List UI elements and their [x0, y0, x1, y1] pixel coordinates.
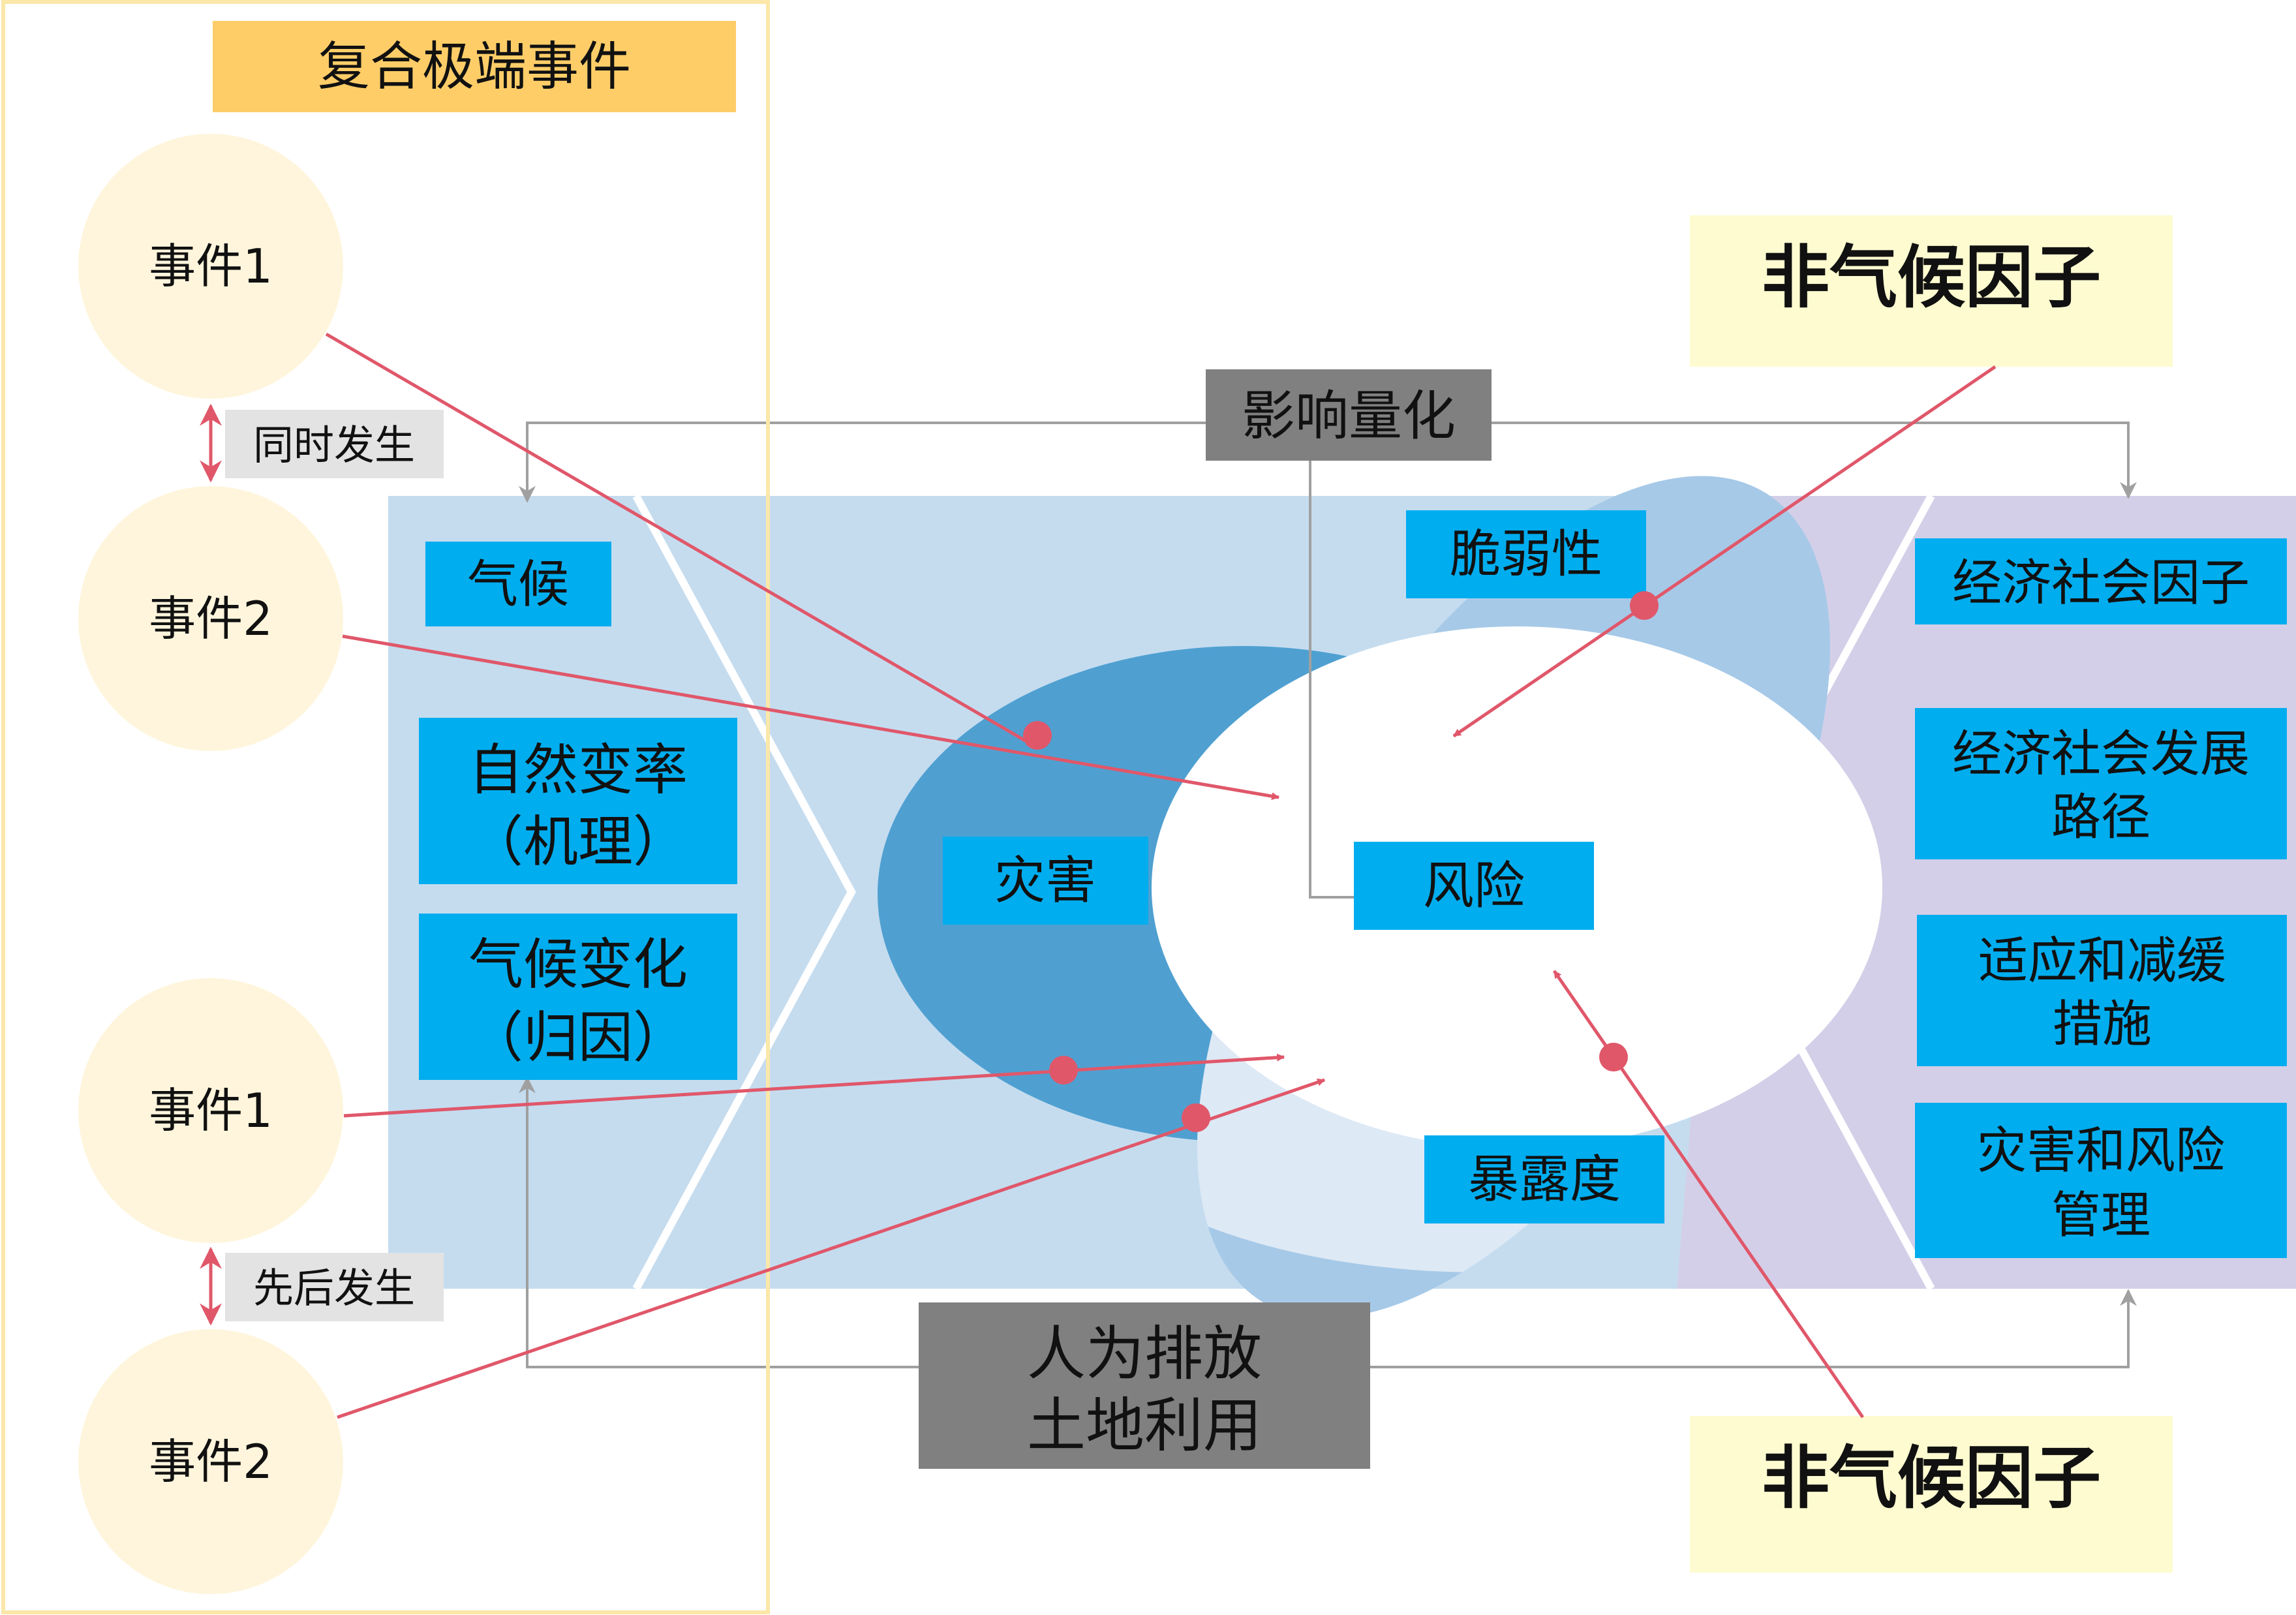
hazard-label-box	[943, 837, 1148, 925]
adaptation-box	[1917, 915, 2287, 1066]
event-label-1: 事件1	[149, 239, 273, 294]
arrow-dot-hazard	[1023, 721, 1052, 750]
climate-change-line-1: 气候变化	[468, 932, 688, 996]
management-line-1: 灾害和风险	[1977, 1122, 2225, 1180]
risk-label-box	[1354, 842, 1594, 930]
chevron-left	[632, 494, 856, 1291]
impact-connector-right	[1491, 422, 2137, 499]
arrow-event3-to-risk	[343, 1053, 1285, 1118]
natural-variability-box	[419, 718, 737, 884]
vulnerability-label-box	[1406, 510, 1646, 598]
non-climate-bottom-box	[1690, 1416, 2173, 1573]
adaptation-line-1: 适应和减缓	[1978, 932, 2226, 990]
emissions-connector-right	[1370, 1289, 2137, 1368]
emissions-line-2: 土地利用	[1027, 1392, 1262, 1460]
climate-label: 气候	[467, 555, 569, 614]
arrow-event2-to-risk	[342, 634, 1280, 801]
hazard-label: 灾害	[994, 852, 1096, 910]
impact-connector-down	[1309, 457, 1354, 899]
event-circle-2	[78, 486, 343, 751]
arrow-event1-to-hazard	[325, 332, 1035, 748]
event-circle-3	[78, 978, 343, 1243]
socio-factors-box	[1915, 538, 2287, 624]
socio-pathways-line-2: 路径	[2051, 788, 2151, 846]
sequential-label: 先后发生	[253, 1265, 415, 1312]
compound-title-box	[213, 21, 736, 112]
event-circle-1	[78, 134, 343, 399]
management-line-2: 管理	[2051, 1186, 2151, 1244]
climate-label-box	[425, 542, 611, 626]
exposure-label-box	[1424, 1135, 1664, 1223]
impact-box	[1206, 369, 1492, 461]
sequential-tag	[225, 1253, 444, 1321]
natural-variability-line-1: 自然变率	[468, 738, 688, 802]
non-climate-top-label: 非气候因子	[1762, 238, 2101, 317]
impact-connector-left	[519, 422, 1207, 503]
arrow-nonclimate-top-to-risk	[1452, 365, 1997, 738]
compound-title: 复合极端事件	[318, 37, 631, 97]
event-label-2: 事件2	[149, 591, 273, 646]
risk-label: 风险	[1423, 857, 1525, 915]
management-box	[1915, 1103, 2287, 1258]
vulnerability-label: 脆弱性	[1450, 525, 1602, 584]
simultaneous-label: 同时发生	[253, 422, 415, 469]
non-climate-top-box	[1690, 215, 2173, 367]
impact-label: 影响量化	[1242, 386, 1456, 448]
compound-panel-frame	[1, 0, 770, 1614]
emissions-box	[919, 1302, 1370, 1469]
adaptation-line-2: 措施	[2053, 995, 2152, 1053]
non-climate-bottom-label: 非气候因子	[1762, 1438, 2101, 1518]
socio-band	[1677, 496, 2296, 1289]
arrow-dot-vulnerability	[1630, 591, 1659, 620]
emissions-line-1: 人为排放	[1027, 1320, 1262, 1389]
socio-pathways-box	[1915, 708, 2287, 859]
natural-variability-line-2: （机理）	[468, 810, 688, 874]
socio-pathways-line-1: 经济社会发展	[1952, 725, 2250, 783]
simultaneous-tag	[225, 410, 444, 478]
climate-change-line-2: （归因）	[468, 1006, 688, 1069]
climate-change-box	[419, 914, 737, 1080]
event-label-4: 事件2	[149, 1434, 273, 1489]
emissions-connector-left	[519, 1076, 920, 1368]
arrow-dot-event3	[1049, 1056, 1078, 1084]
arrow-dot-exposure	[1599, 1043, 1628, 1071]
exposure-label: 暴露度	[1468, 1150, 1621, 1209]
event-label-3: 事件1	[149, 1083, 273, 1138]
event-circle-4	[78, 1329, 343, 1594]
socio-factors-label: 经济社会因子	[1952, 554, 2250, 612]
arrow-dot-event4	[1182, 1103, 1210, 1132]
arrow-event4-to-risk	[337, 1078, 1326, 1419]
